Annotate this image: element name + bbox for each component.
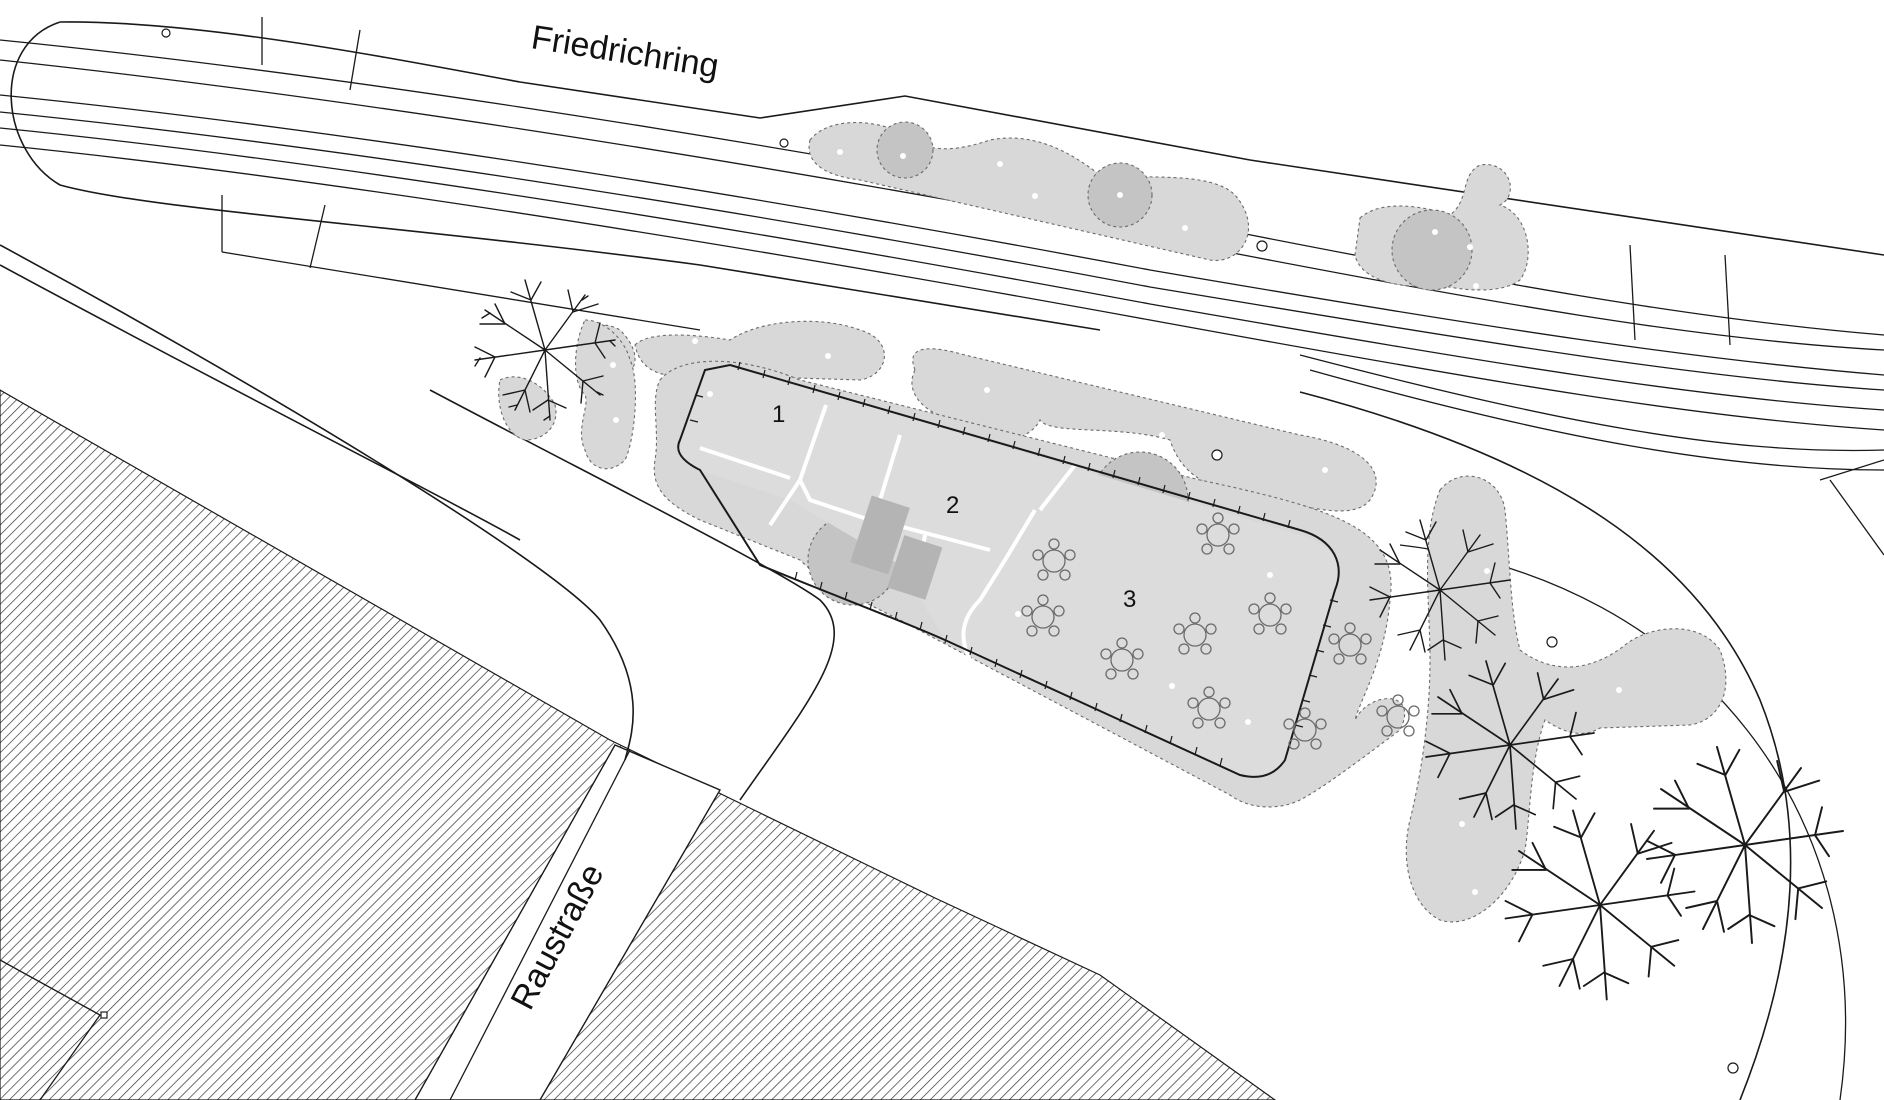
table-with-chairs-icon: [1248, 592, 1292, 635]
tree-symbol-icon: [1646, 746, 1844, 944]
road-edge-south: [429, 389, 835, 801]
table-with-chairs-icon: [1032, 538, 1076, 581]
road-curve-east: [1299, 391, 1792, 1100]
platform-divider-5: [1629, 244, 1636, 341]
raustrasse-crosswalk-edge: [449, 749, 631, 1100]
tree-symbol-icon: [1369, 519, 1511, 661]
plant-markers: [610, 149, 1622, 895]
zone-label-2: 2: [946, 492, 959, 519]
boundary-marker: [100, 1011, 108, 1019]
outdoor-seating: [1021, 512, 1420, 750]
table-with-chairs-icon: [1187, 686, 1231, 729]
lamp-post-icon: [1546, 636, 1558, 648]
table-with-chairs-icon: [1100, 637, 1144, 680]
lamp-post-icon: [779, 138, 789, 148]
tree-symbol-icon: [1425, 660, 1595, 830]
lamp-post-icon: [161, 28, 171, 38]
tree-symbol-icon: [1504, 809, 1696, 1001]
table-with-chairs-icon: [1196, 512, 1240, 555]
plot-boundary-lower-left: [0, 959, 101, 1100]
platform-lower-edge: [221, 251, 701, 331]
road-edge-west: [0, 264, 521, 541]
table-with-chairs-icon: [1328, 622, 1372, 665]
friedrichring-road-edge: [59, 21, 1884, 256]
platform-divider-2: [349, 29, 361, 91]
zone-label-3: 3: [1123, 586, 1136, 613]
lamp-post-icon: [1256, 240, 1268, 252]
path-curve-east: [1399, 544, 1847, 1100]
table-with-chairs-icon: [1376, 694, 1420, 737]
table-with-chairs-icon: [1173, 612, 1217, 655]
fence-line: [677, 363, 1340, 778]
platform-divider-6: [1724, 254, 1731, 346]
table-with-chairs-icon: [1283, 707, 1327, 750]
zone-label-1: 1: [772, 401, 785, 428]
lamp-post-icon: [1211, 449, 1223, 461]
raustrasse-road: [414, 744, 722, 1100]
tram-stop-outline: [10, 21, 1101, 331]
platform-divider-4: [309, 204, 326, 269]
road-curve-east-inner: [1819, 459, 1884, 556]
sidewalk-curve: [0, 244, 634, 761]
hatched-building-block: [0, 389, 1277, 1100]
fence-ticks: [689, 361, 1339, 767]
street-label-friedrichring: Friedrichring: [529, 18, 722, 85]
lamp-post-icon: [1727, 1062, 1739, 1074]
tree-symbol-icon: [474, 279, 616, 421]
building-footprint: [678, 365, 1339, 777]
table-with-chairs-icon: [1021, 594, 1065, 637]
